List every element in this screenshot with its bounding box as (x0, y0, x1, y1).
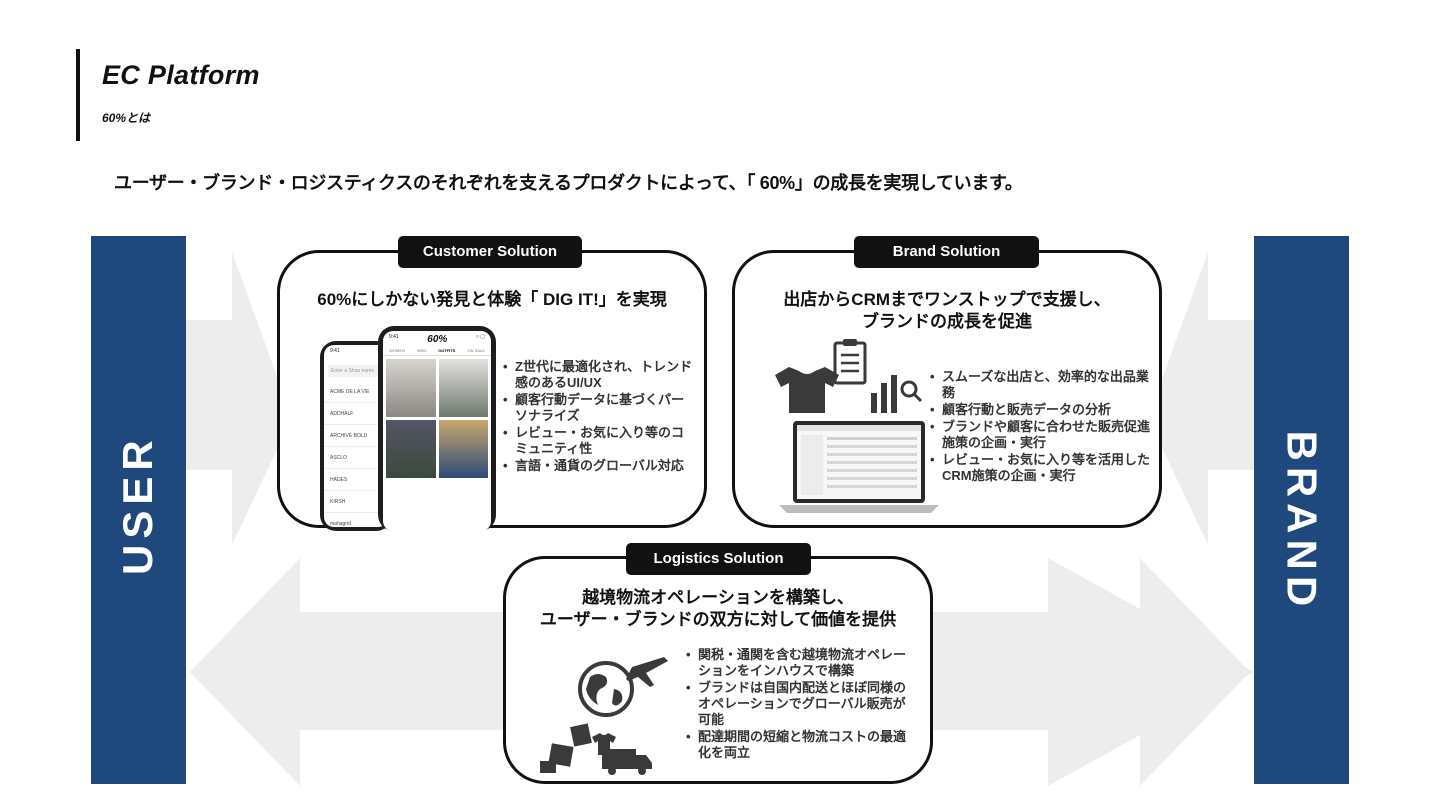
bag-icon: ○ ▢ (475, 334, 485, 340)
brand-heading-line: ブランドの成長を促進 (862, 312, 1032, 331)
brand-row: ADDHALF (324, 403, 388, 425)
customer-bullets: Z世代に最適化され、トレンド感のあるUI/UX 顧客行動データに基づくパーソナラ… (503, 359, 693, 475)
brand-row: KIRSH (324, 491, 388, 513)
brand-solution-tag: Brand Solution (854, 236, 1039, 268)
phone-front: 9:41 60% ○ ▢ WOMEN MEN OUTFITS ON SALE (378, 326, 496, 531)
page-title: EC Platform (102, 60, 260, 90)
bullet-item: 顧客行動データに基づくパーソナライズ (503, 392, 693, 424)
laptop-icon (779, 421, 939, 513)
user-label: USER (114, 434, 161, 575)
bullet-item: ブランドや顧客に合わせた販売促進施策の企画・実行 (930, 419, 1152, 451)
bullet-item: 言語・通貨のグローバル対応 (503, 458, 693, 474)
customer-solution-card: 60%にしかない発見と体験「 DIG IT!」を実現 9:41 Enter a … (277, 250, 707, 531)
brand-bullets: スムーズな出店と、効率的な出品業務 顧客行動と販売データの分析 ブランドや顧客に… (930, 369, 1152, 485)
logistics-solution-card: 越境物流オペレーションを構築し、 ユーザー・ブランドの双方に対して価値を提供 関… (503, 556, 933, 784)
bullet-item: Z世代に最適化され、トレンド感のあるUI/UX (503, 359, 693, 391)
bullet-item: 関税・通関を含む越境物流オペレーションをインハウスで構築 (686, 647, 916, 679)
user-panel: USER (91, 236, 186, 784)
bullet-item: スムーズな出店と、効率的な出品業務 (930, 369, 1152, 401)
arrow-right-bottom-long (935, 558, 1254, 786)
lead-text: ユーザー・ブランド・ロジスティクスのそれぞれを支えるプロダクトによって、「 60… (114, 173, 1023, 193)
bullet-item: レビュー・お気に入り等を活用したCRM施策の企画・実行 (930, 452, 1152, 484)
brand-solution-card: 出店からCRMまでワンストップで支援し、 ブランドの成長を促進 (732, 250, 1162, 528)
logistics-heading-line: 越境物流オペレーションを構築し、 (582, 588, 854, 607)
logistics-heading: 越境物流オペレーションを構築し、 ユーザー・ブランドの双方に対して価値を提供 (506, 587, 930, 631)
truck-icon (602, 749, 652, 775)
brand-panel: BRAND (1254, 236, 1349, 784)
phone-back-time: 9:41 (330, 348, 340, 354)
brand-row: ARCHIVE BOLD (324, 425, 388, 447)
outfit-photo (438, 420, 488, 478)
tshirt-icon (775, 367, 839, 413)
tab-on-sale: ON SALE (467, 348, 485, 353)
arrow-left-top (1148, 252, 1254, 545)
title-accent-bar (76, 49, 80, 141)
brand-row: ACME DE LA VIE (324, 381, 388, 403)
logistics-icons (540, 657, 668, 775)
logistics-heading-line: ユーザー・ブランドの双方に対して価値を提供 (539, 610, 897, 629)
bullet-item: レビュー・お気に入り等のコミュニティ性 (503, 425, 693, 457)
airplane-icon (626, 657, 668, 687)
brand-heading-line: 出店からCRMまでワンストップで支援し、 (783, 290, 1111, 309)
brand-row: HADES (324, 469, 388, 491)
outfit-photo (386, 420, 436, 478)
phone-front-time: 9:41 (389, 334, 399, 340)
outfit-photo (386, 359, 436, 417)
bar-chart-search-icon (871, 375, 923, 413)
brand-label: BRAND (1278, 430, 1326, 613)
brand-icons (775, 339, 923, 413)
arrow-right-top (186, 252, 292, 545)
arrow-left-bottom (190, 558, 510, 786)
outfit-photo (438, 359, 488, 417)
globe-icon (578, 661, 634, 717)
page-subtitle: 60%とは (102, 111, 151, 125)
customer-solution-tag: Customer Solution (398, 236, 582, 268)
bullet-item: 顧客行動と販売データの分析 (930, 402, 1152, 418)
brand-row: ASCLO (324, 447, 388, 469)
phone-search-input: Enter a Shop name (328, 365, 384, 377)
tab-women: WOMEN (389, 348, 405, 353)
brand-heading: 出店からCRMまでワンストップで支援し、 ブランドの成長を促進 (735, 289, 1159, 333)
phone-logo: 60% (427, 334, 448, 345)
customer-heading: 60%にしかない発見と体験「 DIG IT!」を実現 (317, 290, 667, 309)
logistics-solution-tag: Logistics Solution (626, 543, 811, 575)
bullet-item: 配達期間の短縮と物流コストの最適化を両立 (686, 729, 916, 761)
boxes-icon (540, 723, 592, 773)
logistics-bullets: 関税・通関を含む越境物流オペレーションをインハウスで構築 ブランドは自国内配送と… (686, 647, 916, 762)
tab-men: MEN (417, 348, 426, 353)
brand-row: mahagrid (324, 513, 388, 527)
clipboard-icon (833, 339, 867, 385)
bullet-item: ブランドは自国内配送とほぼ同様のオペレーションでグローバル販売が可能 (686, 680, 916, 728)
tab-outfits: OUTFITS (438, 348, 456, 353)
